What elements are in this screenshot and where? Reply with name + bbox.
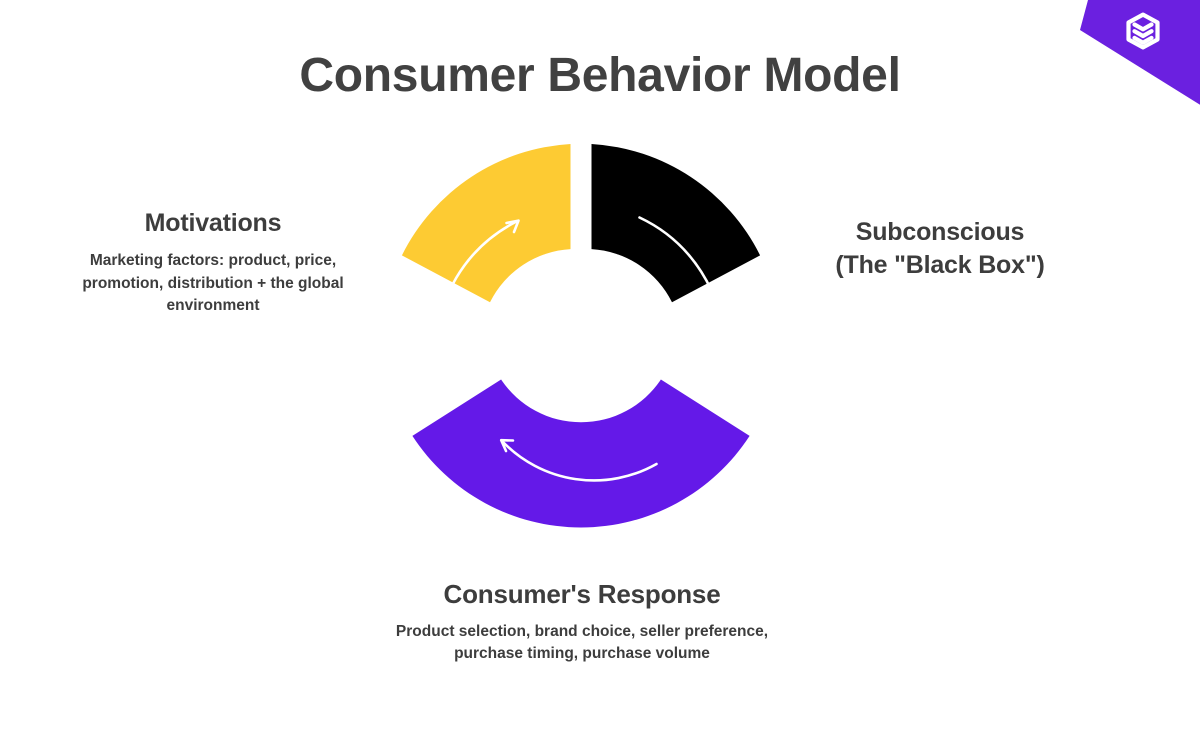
label-consumers-response-heading: Consumer's Response [443,579,721,609]
consumer-behavior-donut-chart [380,144,782,546]
label-motivations: Motivations Marketing factors: product, … [72,208,354,318]
label-consumers-response: Consumer's Response Product selection, b… [370,578,794,665]
label-consumers-response-body: Product selection, brand choice, seller … [395,622,769,662]
donut-segment-consumers-response[interactable] [412,379,750,528]
arrow-subconscious-clockwise [638,216,733,355]
brand-logo-badge [1080,0,1200,108]
page-title: Consumer Behavior Model [299,49,901,102]
label-subconscious-heading-line2: (The "Black Box") [835,250,1045,279]
badge-ribbon-shape [1080,0,1200,105]
arrow-response-counterclockwise [499,438,658,482]
label-subconscious: Subconscious (The "Black Box") [790,216,1090,281]
label-subconscious-heading-line1: Subconscious [855,218,1025,246]
label-motivations-heading: Motivations [144,209,282,237]
arrow-motivations-clockwise [434,219,520,359]
label-motivations-body: Marketing factors: product, price, promo… [82,252,344,315]
donut-segment-motivations[interactable] [401,144,571,303]
layered-hexagon-stack-logo [1126,12,1160,50]
donut-segment-subconscious[interactable] [591,144,761,303]
